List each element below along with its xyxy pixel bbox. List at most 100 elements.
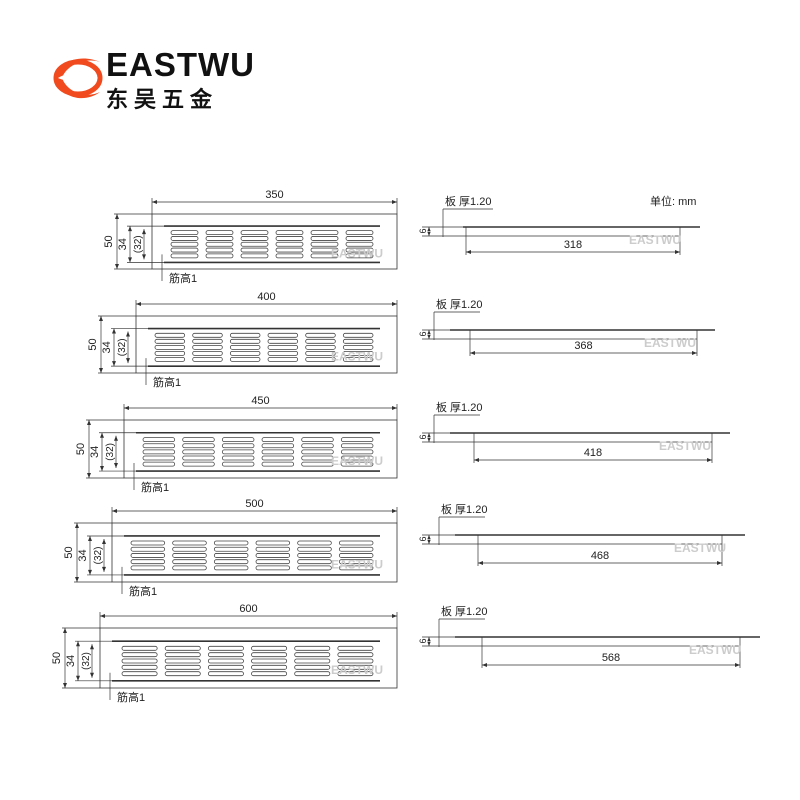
vent-slot [172, 546, 207, 552]
inner-height-dimension: 34 [101, 341, 113, 353]
vent-slot [240, 241, 269, 247]
length-dimension: 400 [257, 291, 275, 303]
vent-slot [342, 338, 374, 344]
vent-slot [154, 344, 186, 350]
vent-slot [221, 455, 255, 461]
vent-slot [294, 645, 331, 651]
slot-span-dimension: 368 [574, 340, 592, 352]
vent-slot [251, 645, 288, 651]
vent-slot [305, 338, 336, 344]
vent-slot [338, 540, 374, 546]
vent-slot [229, 344, 261, 350]
vent-slot [182, 449, 215, 455]
height-dimension: 50 [103, 235, 115, 247]
vent-slot [205, 247, 234, 253]
vent-slot [337, 652, 374, 658]
vent-slot [294, 664, 331, 670]
vent-slot [338, 553, 374, 558]
vent-slot [221, 437, 255, 443]
vent-slot [251, 671, 288, 677]
vent-slot [338, 559, 374, 565]
vent-slot [164, 652, 201, 658]
vent-slot [213, 565, 249, 571]
vent-slot [301, 437, 334, 443]
grille-outline [111, 522, 398, 583]
brand-name: EASTWU [106, 46, 255, 83]
vent-slot [229, 332, 261, 338]
watermark: EASTWU [674, 541, 726, 555]
vent-slot [192, 356, 223, 362]
vent-slot [240, 253, 269, 259]
vent-slot [342, 332, 374, 338]
vent-slot [207, 645, 244, 651]
vent-slot [182, 437, 215, 443]
vent-slot [229, 356, 261, 362]
vent-slot [267, 350, 299, 356]
vent-slot [340, 449, 374, 455]
vent-slot [207, 664, 244, 670]
height-dimension: 50 [75, 443, 87, 455]
rib-height-label: 筋高1 [129, 584, 157, 598]
vent-slot [154, 350, 186, 356]
vent-slot [121, 645, 158, 651]
vent-slot [164, 658, 201, 664]
watermark: EASTWU [659, 439, 711, 453]
vent-slot [337, 664, 374, 670]
vent-slot [310, 230, 339, 236]
vent-slot [338, 565, 374, 571]
vent-slot [170, 241, 199, 247]
slot-height-dimension: (32) [133, 235, 144, 253]
vent-slot [340, 443, 374, 449]
vent-slot [130, 546, 166, 552]
thickness-label: 板 厚1.20 [436, 297, 482, 311]
vent-slot [301, 449, 334, 455]
grille-outline [135, 315, 398, 374]
brand-name-cn: 东吴五金 [106, 87, 219, 112]
vent-slot [267, 338, 299, 344]
vent-slot [142, 437, 176, 443]
vent-slot [310, 241, 339, 247]
inner-height-dimension: 34 [65, 655, 77, 667]
vent-slot [182, 455, 215, 461]
vent-slot [275, 247, 304, 253]
eastwu-logo-icon [53, 58, 103, 99]
vent-slot [340, 437, 374, 443]
height-dimension: 50 [87, 338, 99, 350]
watermark: EASTWU [331, 247, 383, 261]
watermark: EASTWU [689, 643, 741, 657]
vent-slot [192, 350, 223, 356]
inner-height-dimension: 34 [77, 549, 89, 561]
vent-slot [221, 461, 255, 467]
vent-slot [170, 230, 199, 236]
vent-slot [294, 652, 331, 658]
vent-slot [310, 236, 339, 241]
vent-slot [207, 652, 244, 658]
vent-slot [255, 553, 291, 558]
slot-span-dimension: 418 [584, 447, 602, 459]
vent-slot [297, 546, 332, 552]
thickness-label: 板 厚1.20 [441, 502, 487, 516]
vent-slot [207, 671, 244, 677]
side-height-dimension: 6 [418, 638, 428, 643]
vent-slot [261, 437, 295, 443]
vent-slot [240, 230, 269, 236]
vent-slot [251, 652, 288, 658]
vent-slot [297, 559, 332, 565]
vent-slot [305, 356, 336, 362]
vent-slot [305, 344, 336, 350]
vent-slot [255, 540, 291, 546]
inner-height-dimension: 34 [117, 238, 129, 250]
rib-height-label: 筋高1 [153, 375, 181, 389]
vent-slot [130, 553, 166, 558]
vent-slot [301, 443, 334, 449]
vent-slot [154, 332, 186, 338]
vent-slot [121, 664, 158, 670]
vent-slot [213, 559, 249, 565]
vent-slot [345, 253, 374, 259]
side-height-dimension: 6 [418, 228, 428, 233]
